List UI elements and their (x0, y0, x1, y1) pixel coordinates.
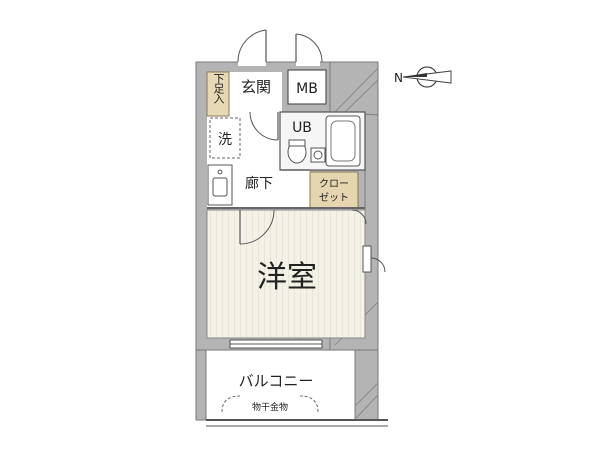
mb-door-swing (295, 33, 323, 63)
washbasin-bowl-icon (313, 150, 323, 160)
mb-area (287, 69, 327, 105)
wall-diagonal-1 (334, 67, 379, 113)
balcony-label: バルコニー (239, 372, 314, 390)
washer-label: 洗 (218, 132, 232, 148)
room-door-swing (239, 209, 275, 245)
closet-label-line2: ゼット (319, 192, 349, 204)
western-room-floor (206, 209, 366, 339)
entrance-label: 玄関 (241, 78, 271, 96)
hallway-label: 廊下 (245, 175, 273, 192)
meter-box-label: MB (296, 81, 318, 97)
toilet-tank-icon (288, 139, 306, 147)
shoe-box (206, 71, 230, 117)
balcony-outline (195, 349, 379, 421)
compass-icon: N (394, 66, 452, 88)
entrance-door-gap (238, 60, 266, 66)
washbasin-icon (310, 147, 326, 163)
mb-door-gap (296, 60, 320, 66)
closet-label-line1: クロー (319, 178, 349, 190)
side-window-swing (370, 257, 386, 273)
balcony-diagonal (355, 394, 379, 419)
unit-bath-label: UB (292, 120, 312, 136)
faucet-icon (217, 169, 223, 175)
top-right-corner-wall (329, 61, 379, 116)
balcony-rail-left (195, 349, 207, 421)
north-label: N (394, 71, 403, 85)
bath-door-swing (249, 111, 279, 141)
drying-rack-icon (299, 395, 319, 413)
drying-rack-label: 物干金物 (252, 401, 288, 413)
washer-area (209, 117, 241, 159)
bathtub-icon (325, 115, 361, 167)
wall-diagonal-2 (344, 79, 379, 113)
western-room-label: 洋室 (257, 260, 317, 295)
closet (309, 171, 359, 209)
bathtub-inner-icon (330, 120, 356, 162)
shoe-box-label: 下足入 (212, 73, 225, 103)
drying-rack-icon (221, 395, 241, 413)
balcony-diagonal (355, 382, 379, 406)
balcony-rail-right (354, 349, 379, 421)
sink-icon (212, 177, 228, 197)
closet-door-swing (351, 209, 367, 225)
entrance-door-swing (237, 29, 267, 63)
side-window (362, 245, 372, 273)
